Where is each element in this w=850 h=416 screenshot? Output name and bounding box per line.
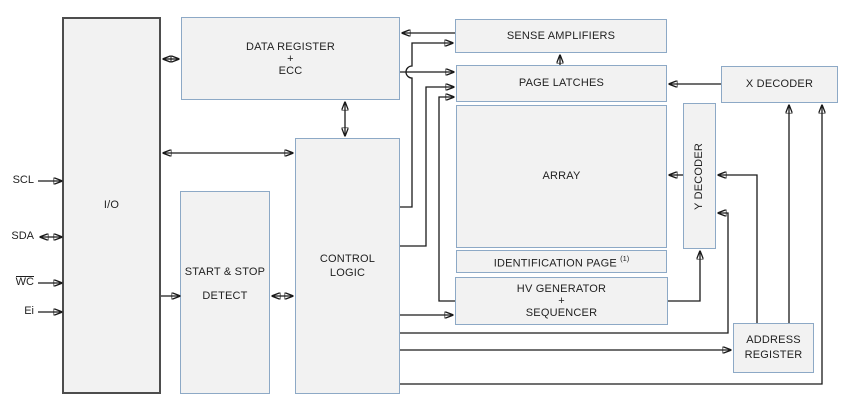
block-hv-generator-sequencer: HV GENERATOR + SEQUENCER <box>455 277 668 325</box>
block-array: ARRAY <box>456 105 667 248</box>
block-control-logic-label-line2: LOGIC <box>329 267 366 279</box>
block-sense-amplifiers: SENSE AMPLIFIERS <box>455 19 667 53</box>
block-identification-page: IDENTIFICATION PAGE (1) <box>456 250 667 273</box>
block-hv-generator-label-line1: HV GENERATOR <box>516 283 607 295</box>
block-identification-page-label: IDENTIFICATION PAGE (1) <box>494 253 630 271</box>
block-address-register: ADDRESS REGISTER <box>733 323 814 373</box>
pin-label-wc-text: WC <box>15 276 34 288</box>
wire-control-logic-to-sense-amplifiers <box>400 43 453 208</box>
block-y-decoder-label: Y DECODER <box>693 142 705 210</box>
wire-hv-generator-to-y-decoder <box>668 251 700 302</box>
block-io-label: I/O <box>103 199 120 211</box>
block-y-decoder: Y DECODER <box>683 103 716 249</box>
block-x-decoder-label: X DECODER <box>745 78 814 90</box>
block-page-latches: PAGE LATCHES <box>456 65 667 102</box>
identification-page-footnote: (1) <box>620 253 630 263</box>
block-x-decoder: X DECODER <box>721 66 838 103</box>
pin-label-wc: WC <box>4 276 34 289</box>
block-start-stop-label-line2: DETECT <box>202 290 248 302</box>
wire-address-register-to-y-decoder <box>718 175 758 323</box>
block-page-latches-label: PAGE LATCHES <box>518 77 605 89</box>
block-array-label: ARRAY <box>542 170 581 182</box>
pin-label-ei: Ei <box>24 305 34 317</box>
block-data-register-label-line3: ECC <box>278 64 303 77</box>
block-data-register-label-line1: DATA REGISTER <box>246 40 335 53</box>
block-hv-generator-label-line3: SEQUENCER <box>525 307 598 319</box>
block-control-logic-label-line1: CONTROL <box>319 253 376 265</box>
pin-label-scl: SCL <box>12 174 34 186</box>
block-data-register-ecc: DATA REGISTER + ECC <box>181 17 400 100</box>
block-start-stop-detect: START & STOP DETECT <box>180 191 270 394</box>
identification-page-text: IDENTIFICATION PAGE <box>493 257 617 270</box>
wire-hv-generator-to-page-latches <box>438 97 455 302</box>
block-io: I/O <box>62 17 161 394</box>
block-data-register-label-line2: + <box>287 52 294 65</box>
block-hv-generator-label-line2: + <box>558 295 565 307</box>
pin-label-sda: SDA <box>11 230 34 242</box>
block-address-register-label-line2: REGISTER <box>744 349 803 361</box>
block-start-stop-label-line1: START & STOP <box>184 266 266 278</box>
block-control-logic: CONTROL LOGIC <box>295 138 400 394</box>
block-address-register-label-line1: ADDRESS <box>746 334 801 346</box>
wire-control-logic-to-page-latches <box>400 87 454 247</box>
block-sense-amplifiers-label: SENSE AMPLIFIERS <box>506 29 616 42</box>
